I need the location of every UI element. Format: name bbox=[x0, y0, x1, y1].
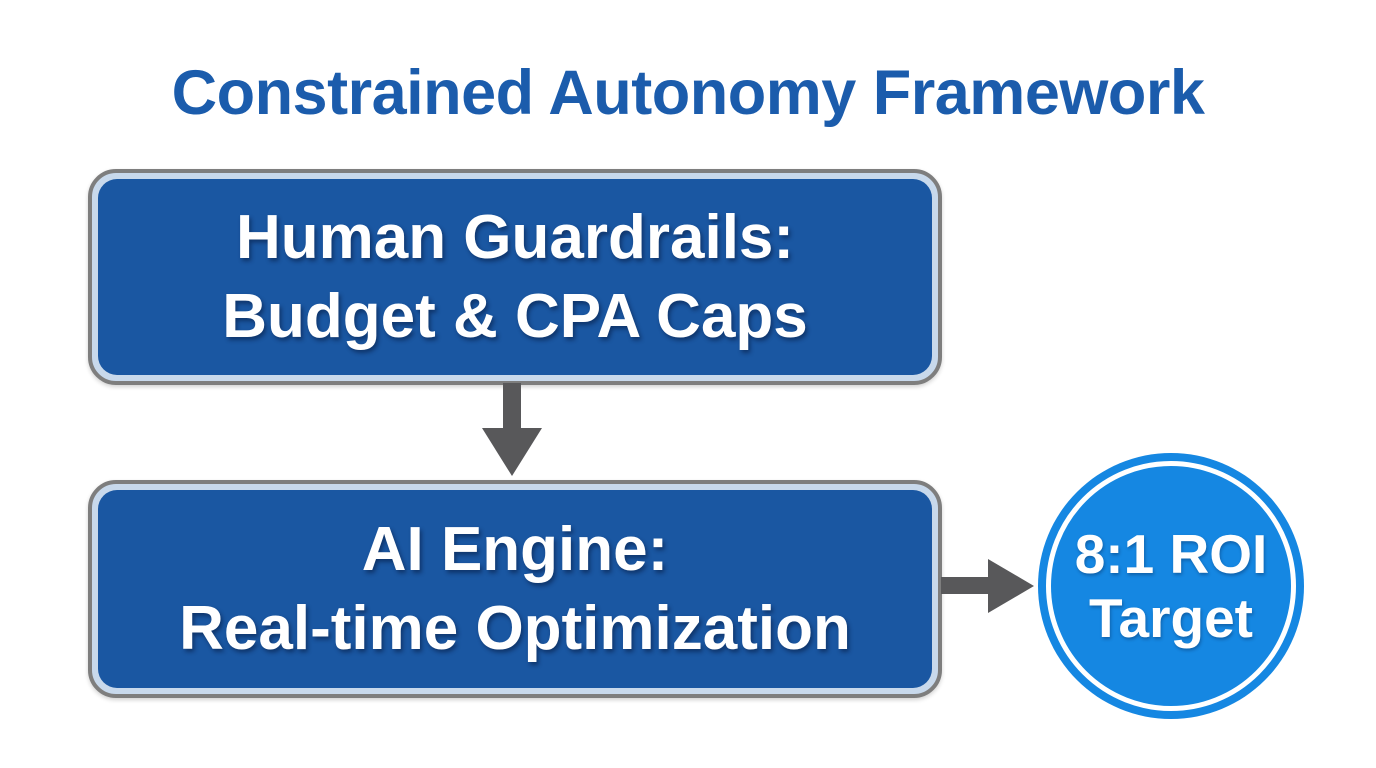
node-roi-target: 8:1 ROI Target bbox=[1038, 453, 1304, 719]
node-ai-engine-line2: Real-time Optimization bbox=[179, 594, 851, 663]
node-ai-engine-body: AI Engine: Real-time Optimization bbox=[98, 490, 932, 688]
right-arrowhead-icon bbox=[988, 559, 1034, 613]
node-ai-engine-line1: AI Engine: bbox=[361, 515, 669, 584]
node-human-guardrails-line1: Human Guardrails: bbox=[235, 203, 795, 272]
right-arrow-shaft bbox=[941, 577, 989, 594]
diagram-title: Constrained Autonomy Framework bbox=[171, 58, 1205, 128]
node-human-guardrails-body: Human Guardrails: Budget & CPA Caps bbox=[98, 179, 932, 375]
down-arrow-shaft bbox=[503, 383, 521, 430]
node-roi-target-line1: 8:1 ROI bbox=[1074, 523, 1268, 585]
node-human-guardrails: Human Guardrails: Budget & CPA Caps bbox=[88, 169, 942, 385]
node-roi-target-line2: Target bbox=[1088, 587, 1253, 649]
node-human-guardrails-line2: Budget & CPA Caps bbox=[222, 282, 808, 351]
node-ai-engine: AI Engine: Real-time Optimization bbox=[88, 480, 942, 698]
down-arrowhead-icon bbox=[482, 428, 542, 476]
